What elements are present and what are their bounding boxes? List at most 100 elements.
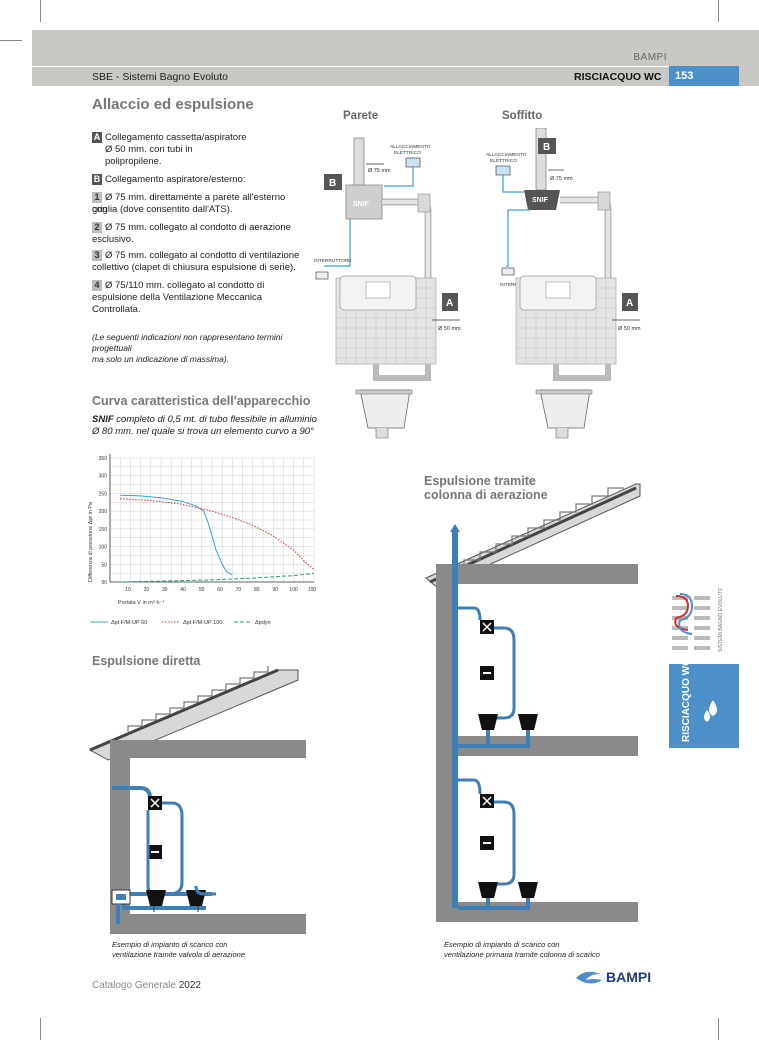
x-tick-label: 60 [217, 587, 223, 593]
a1-label: A [446, 298, 453, 309]
caption-line: Esempio di impianto di scarico con [444, 940, 560, 949]
sidebar-tab[interactable]: RISCIACQUO WC [669, 659, 739, 748]
d50a-label: Ø 50 mm [438, 326, 461, 332]
bampi-logo-icon [576, 971, 602, 984]
item-tag: 3 [92, 250, 102, 261]
curve-title: Curva caratteristica dell'apparecchio [92, 394, 311, 408]
section-left-title: SBE - Sistemi Bagno Evoluto [92, 71, 228, 83]
section-right-title: RISCIACQUO WC [574, 71, 662, 83]
header-brand: BAMPI [633, 52, 667, 63]
direct-title: Espulsione diretta [92, 654, 201, 668]
caption-left: Esempio di impianto di scarico con venti… [112, 940, 245, 960]
y-tick-label: 00 [101, 580, 107, 586]
spec-list-item: espulsione della Ventilazione Meccanica [92, 292, 302, 304]
installation-diagrams: Ø 75 mm SNIF B ALLACCIAMENTO ELETTRICO I… [314, 128, 641, 439]
all2a-label: ALLACCIAMENTO [486, 152, 527, 158]
crop-mark [718, 1018, 719, 1040]
x-tick-label: 50 [199, 587, 205, 593]
item-text: polipropilene. [105, 156, 162, 167]
item-text: Ø 50 mm. con tubi in [105, 144, 193, 155]
x-tick-label: 100 [289, 587, 298, 593]
logo-label: BAMPI [606, 969, 651, 985]
direct-expulsion-diagram [88, 666, 306, 934]
item-tag: B [92, 174, 102, 185]
y-tick-label: 50 [101, 562, 107, 568]
y-tick-label: 350 [99, 456, 108, 462]
footer-logo: BAMPI [572, 966, 672, 993]
caption-right: Esempio di impianto di scarico con venti… [444, 940, 600, 960]
y-tick-label: 300 [99, 474, 108, 480]
crop-mark [40, 1018, 41, 1040]
soffitto-diagram: Ø 75 mm SNIF B ALLACCIAMENTO ELETTRICO I… [486, 128, 641, 439]
page-header [32, 30, 759, 86]
page-title: Allaccio ed espulsione [92, 96, 254, 113]
y-tick-label: 250 [99, 491, 108, 497]
series-line-2 [120, 498, 315, 570]
x-tick-label: 40 [180, 587, 186, 593]
item-tag: 4 [92, 280, 102, 291]
b2-label: B [543, 142, 550, 153]
snif1-label: SNIF [353, 201, 370, 208]
sbe-label: SISTEMI BAGNO EVOLUTO [718, 588, 724, 652]
item-text: griglia (dove consentito dall'ATS). [92, 204, 233, 215]
x-tick-label: 80 [254, 587, 260, 593]
legend-label: Δpt F/M-UP 60 [111, 620, 147, 626]
series-line-1 [120, 494, 233, 576]
spec-list-item: griglia (dove consentito dall'ATS). [92, 204, 302, 216]
parete-label: Parete [343, 110, 379, 122]
caption-line: ventilazione primaria tramite colonna di… [444, 950, 600, 959]
d50b-label: Ø 50 mm [618, 326, 641, 332]
spec-list-item: esclusivo. [92, 234, 302, 246]
parete-diagram: Ø 75 mm SNIF B ALLACCIAMENTO ELETTRICO I… [314, 137, 461, 439]
caption-line: Esempio di impianto di scarico con [112, 940, 228, 949]
item-text: Ø 75 mm. collegato al condotto di aerazi… [105, 222, 291, 233]
column-title-line: colonna di aerazione [424, 488, 548, 502]
legend-label: Δpt F/M-UP 100 [183, 620, 222, 626]
x-axis-label: Portata V in m³·h⁻¹ [118, 600, 164, 606]
crop-mark [718, 0, 719, 22]
note-line: ma solo un indicazione di massima). [92, 354, 230, 364]
a2-label: A [626, 298, 633, 309]
d75a-label: Ø 75 mm [368, 168, 391, 174]
curve-subtitle-line: SNIF completo di 0,5 mt. di tubo flessib… [92, 414, 317, 425]
note-line: (Le seguenti indicazioni non rappresenta… [92, 332, 283, 353]
series-line-3 [120, 573, 315, 583]
soffitto-label: Soffitto [502, 110, 543, 122]
sbe-logo: SISTEMI BAGNO EVOLUTO [672, 588, 724, 652]
y-axis-label: Differenza di pressione Δpt in Pa [88, 501, 94, 582]
item-text: Ø 75 mm. collegato al condotto di ventil… [105, 250, 300, 261]
all2b-label: ELETTRICO [490, 158, 517, 164]
d75b-label: Ø 75 mm [550, 176, 573, 182]
int1-label: INTERRUTTORE [314, 258, 352, 264]
x-tick-label: 30 [162, 587, 168, 593]
item-text: collettivo (clapet di chiusura espulsion… [92, 262, 296, 273]
item-tag: A [92, 132, 102, 143]
spec-list-item: Controllata. [92, 304, 302, 316]
x-tick-label: 10 [125, 587, 131, 593]
x-tick-label: 100 [308, 587, 317, 593]
y-tick-label: 200 [99, 509, 108, 515]
footer-catalog: Catalogo Generale 2022 [92, 980, 201, 991]
column-expulsion-diagram [425, 483, 641, 922]
y-tick-label: 100 [99, 545, 108, 551]
crop-mark [40, 0, 41, 22]
item-text: Controllata. [92, 304, 141, 315]
item-text: esclusivo. [92, 234, 134, 245]
y-tick-label: 150 [99, 527, 108, 533]
disclaimer-note: (Le seguenti indicazioni non rappresenta… [92, 332, 302, 365]
spec-list-item: Ø 50 mm. con tubi in [92, 144, 302, 156]
water-drop-icon [709, 700, 717, 716]
crop-mark [0, 40, 22, 41]
item-text: espulsione della Ventilazione Meccanica [92, 292, 263, 303]
catalog-label: Catalogo Generale [92, 980, 176, 991]
x-tick-label: 90 [272, 587, 278, 593]
item-text: Ø 75 mm. direttamente a parete all'ester… [92, 192, 286, 215]
header-divider [32, 66, 672, 67]
item-text: Ø 75/110 mm. collegato al condotto di [105, 280, 265, 291]
